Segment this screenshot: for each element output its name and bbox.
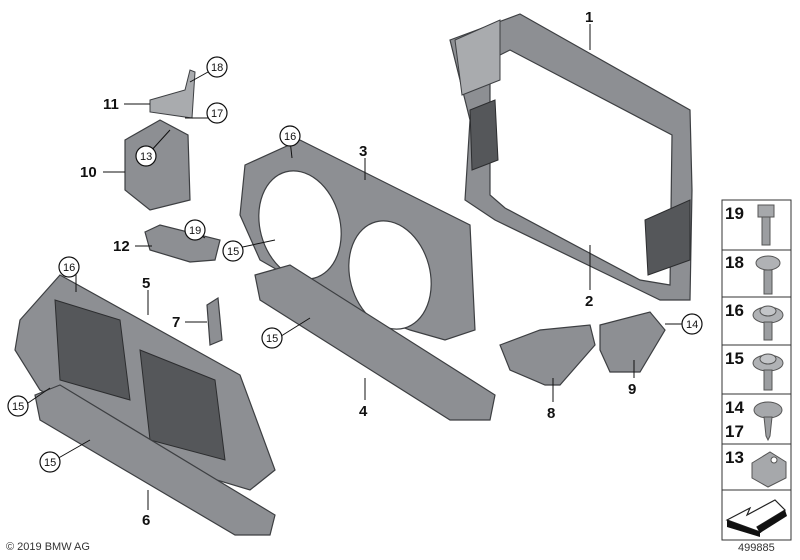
arrow-direction-icon [725, 499, 787, 537]
callout-15d: 15 [44, 457, 56, 469]
part-5-front-panel-grille[interactable] [14, 274, 276, 491]
callout-1: 1 [585, 9, 593, 26]
callout-8: 8 [547, 405, 555, 422]
callout-16a: 16 [284, 131, 296, 143]
legend-label-17: 17 [725, 422, 744, 441]
callout-12: 12 [113, 238, 130, 255]
torx-washer-screw-icon [752, 353, 784, 391]
part-7-bracket[interactable] [206, 296, 223, 346]
callout-19: 19 [189, 225, 201, 237]
part-12-bracket[interactable] [144, 224, 221, 263]
callout-3: 3 [359, 143, 367, 160]
callout-15b: 15 [266, 333, 278, 345]
part-9-air-guide-right[interactable] [599, 311, 666, 373]
callout-18: 18 [211, 62, 223, 74]
part-3-front-panel-carrier[interactable] [239, 139, 476, 341]
legend-label-14: 14 [725, 398, 744, 417]
flat-head-screw-icon [753, 401, 783, 442]
legend-label-19: 19 [725, 204, 744, 223]
lead-lines [27, 24, 682, 510]
callout-13: 13 [140, 151, 152, 163]
diagram-id: 499885 [738, 542, 775, 554]
callout-17: 17 [211, 108, 223, 120]
callout-5: 5 [142, 275, 150, 292]
callout-2: 2 [585, 293, 593, 310]
clip-nut-icon [751, 451, 787, 488]
callout-16b: 16 [63, 262, 75, 274]
part-8-air-guide[interactable] [499, 324, 596, 386]
hex-bolt-icon [757, 204, 775, 246]
legend-label-16: 16 [725, 301, 744, 320]
part-10-bracket[interactable] [124, 119, 191, 211]
callout-4: 4 [359, 403, 368, 420]
callout-15c: 15 [12, 401, 24, 413]
part-4-air-duct-lower[interactable] [254, 264, 496, 421]
copyright-text: © 2019 BMW AG [6, 541, 90, 553]
callout-6: 6 [142, 512, 150, 529]
circled-callouts: 18 17 13 19 16 16 15 15 15 15 14 [7, 56, 703, 473]
washer-screw-icon [755, 255, 781, 295]
callout-11: 11 [103, 96, 119, 113]
callout-9: 9 [628, 381, 636, 398]
callout-10: 10 [80, 164, 97, 181]
part-11-holder[interactable] [149, 69, 196, 119]
fastener-legend: 19 18 16 15 14 17 13 [721, 199, 792, 541]
legend-label-18: 18 [725, 253, 744, 272]
legend-label-13: 13 [725, 448, 744, 467]
callout-7: 7 [172, 314, 180, 331]
part-6-air-duct[interactable] [34, 384, 276, 536]
part-1-radiator-frame[interactable] [449, 13, 693, 301]
callout-14: 14 [686, 319, 698, 331]
legend-label-15: 15 [725, 349, 744, 368]
torx-washer-screw-icon [752, 305, 784, 341]
callout-15a: 15 [227, 246, 239, 258]
